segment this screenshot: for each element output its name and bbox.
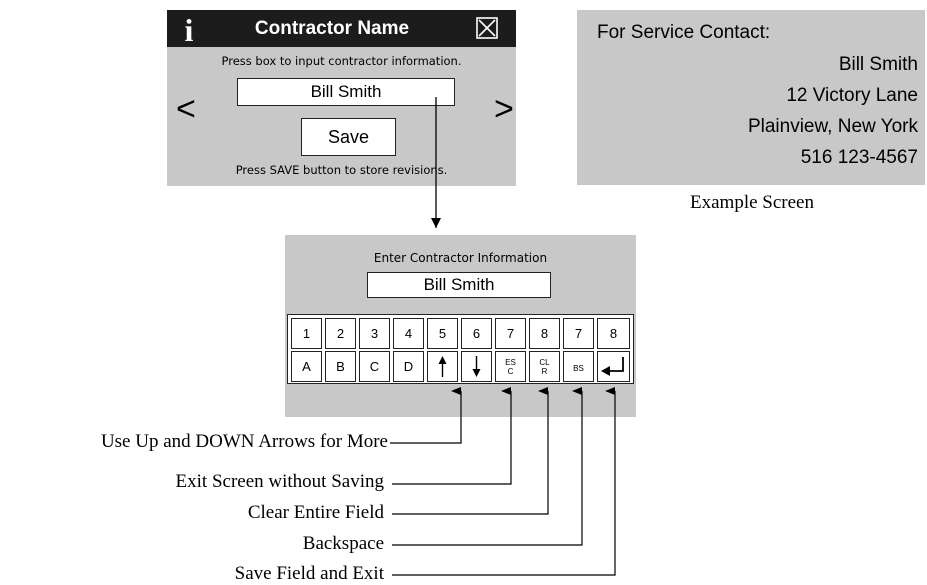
contact-street: 12 Victory Lane [786, 85, 918, 106]
key-7-alt[interactable]: 7 [563, 318, 594, 349]
key-4[interactable]: 4 [393, 318, 424, 349]
up-arrow-key[interactable] [427, 351, 458, 382]
annotation-clr: Clear Entire Field [247, 502, 384, 523]
keypad: 1 2 3 4 5 6 7 8 7 8 A B C D ES C [287, 314, 634, 384]
esc-key[interactable]: ES C [495, 351, 526, 382]
backspace-key[interactable]: BS [563, 351, 594, 382]
annotation-backspace: Backspace [302, 533, 384, 554]
save-button[interactable]: Save [301, 118, 396, 156]
leader-save [392, 387, 616, 576]
save-note: Press SAVE button to store revisions. [235, 163, 448, 177]
contractor-name-field[interactable]: Bill Smith [237, 78, 455, 106]
key-2[interactable]: 2 [325, 318, 356, 349]
backspace-key-label: BS [573, 364, 584, 373]
close-icon[interactable] [476, 17, 498, 39]
enter-key[interactable] [597, 351, 630, 382]
clr-key-label: CL R [539, 358, 550, 376]
key-5[interactable]: 5 [427, 318, 458, 349]
annotation-arrows: Use Up and DOWN Arrows for More [100, 431, 388, 452]
info-icon[interactable]: i [184, 12, 194, 48]
key-c[interactable]: C [359, 351, 390, 382]
screen-title: Contractor Name [254, 18, 410, 39]
screen-header: i Contractor Name [167, 10, 516, 48]
key-3[interactable]: 3 [359, 318, 390, 349]
down-arrow-key[interactable] [461, 351, 492, 382]
clr-key[interactable]: CL R [529, 351, 560, 382]
contact-city: Plainview, New York [747, 116, 918, 137]
esc-key-label: ES C [505, 358, 516, 376]
annotation-save: Save Field and Exit [234, 563, 384, 584]
example-screen-caption: Example Screen [690, 192, 814, 213]
key-b[interactable]: B [325, 351, 356, 382]
key-8-alt[interactable]: 8 [597, 318, 630, 349]
annotation-esc: Exit Screen without Saving [175, 471, 384, 492]
key-7[interactable]: 7 [495, 318, 526, 349]
service-contact-heading: For Service Contact: [597, 22, 771, 43]
contact-name: Bill Smith [838, 54, 918, 75]
key-d[interactable]: D [393, 351, 424, 382]
keypad-title: Enter Contractor Information [373, 251, 548, 265]
input-instruction: Press box to input contractor informatio… [221, 54, 462, 68]
contractor-name-screen: i Contractor Name Press box to input con… [167, 10, 516, 186]
example-screen: For Service Contact: Bill Smith 12 Victo… [577, 10, 925, 185]
contractor-info-field[interactable]: Bill Smith [367, 272, 551, 298]
up-arrow-icon [438, 356, 447, 377]
key-6[interactable]: 6 [461, 318, 492, 349]
key-1[interactable]: 1 [291, 318, 322, 349]
down-arrow-icon [472, 356, 481, 377]
key-a[interactable]: A [291, 351, 322, 382]
enter-arrow-icon [601, 357, 624, 376]
contact-phone: 516 123-4567 [800, 147, 918, 168]
next-arrow-button[interactable]: > [494, 90, 514, 128]
keypad-screen: Enter Contractor Information Bill Smith … [285, 235, 636, 417]
previous-arrow-button[interactable]: < [176, 90, 196, 128]
key-8[interactable]: 8 [529, 318, 560, 349]
